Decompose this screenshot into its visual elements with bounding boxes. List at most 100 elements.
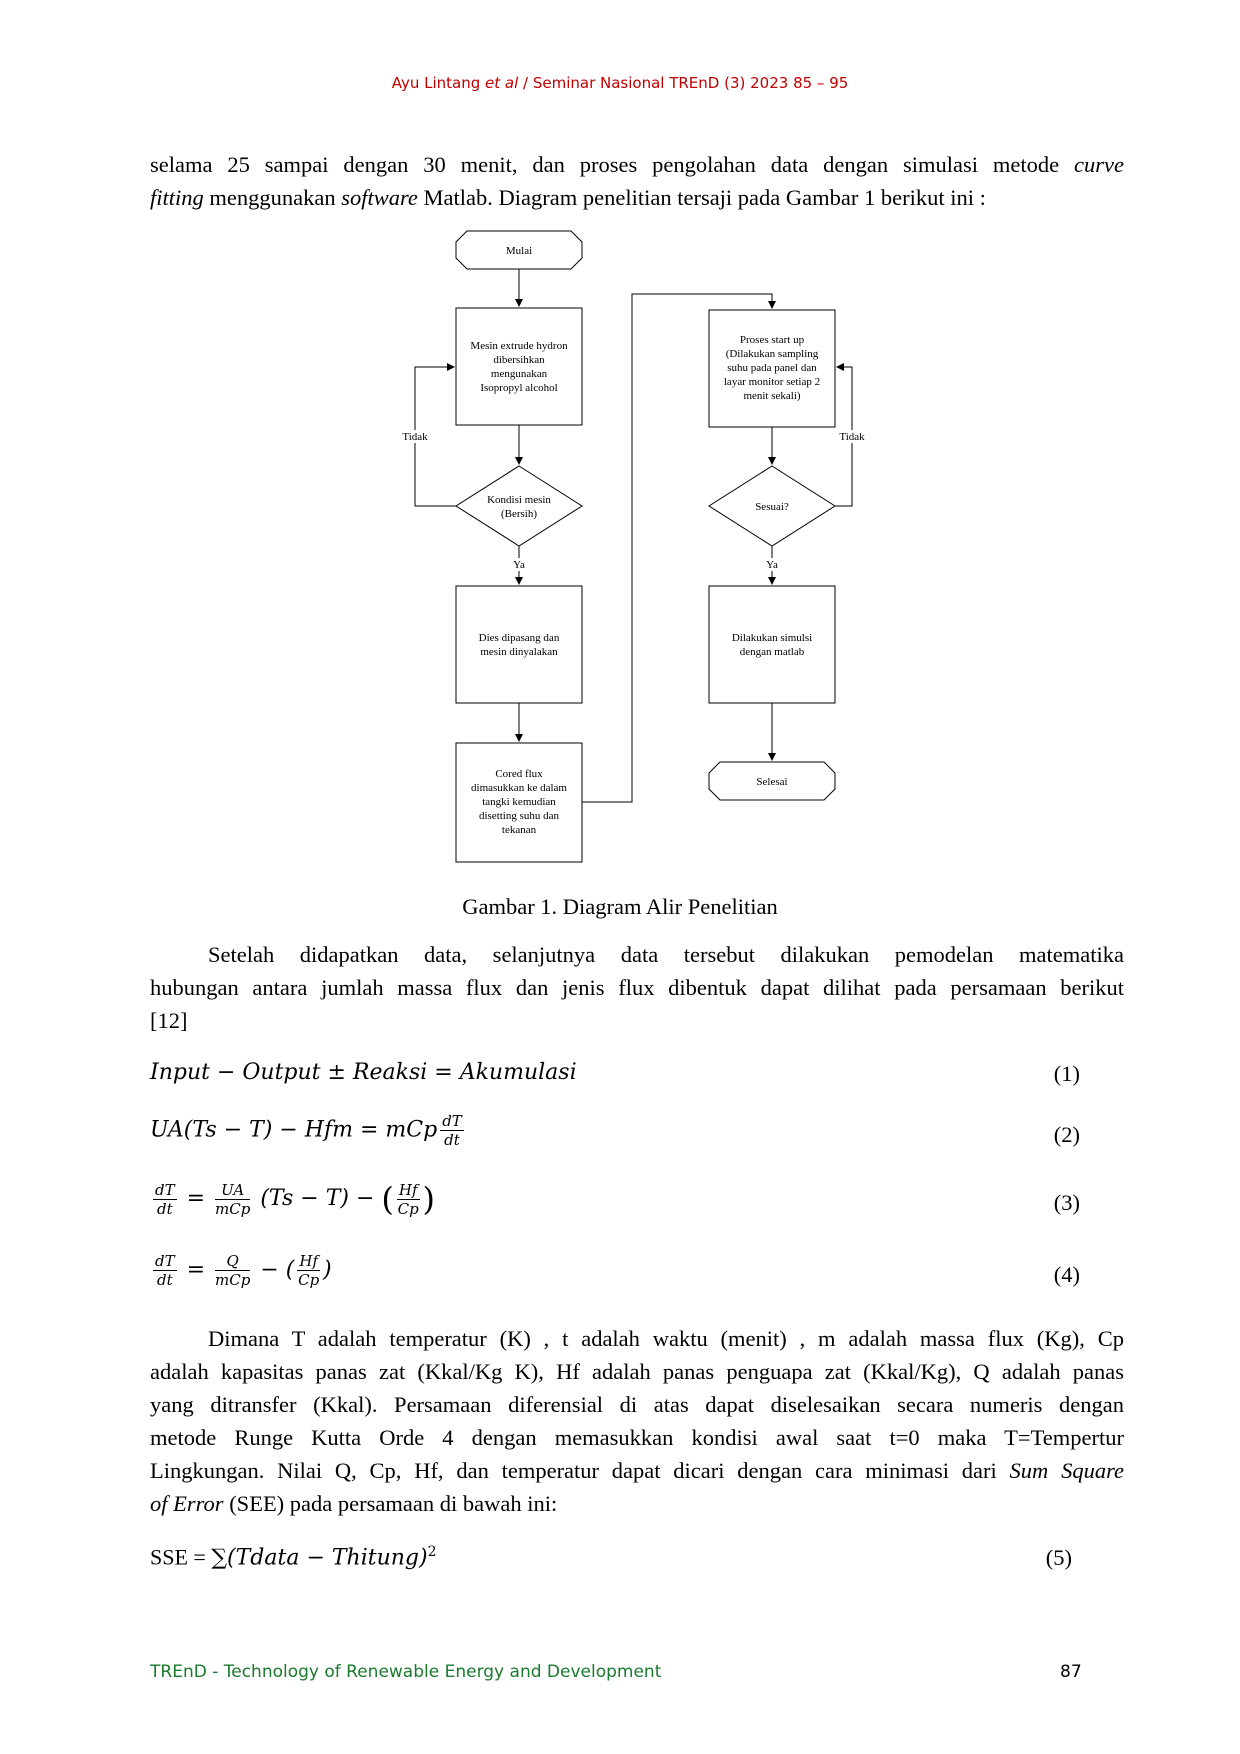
box-clean-machine (455, 307, 583, 426)
box-cored-flux (455, 742, 583, 863)
para3-line-3: yang ditransfer (Kkal). Persamaan difere… (150, 1392, 1124, 1417)
intro-text-1b: curve (1074, 152, 1124, 177)
running-header: Ayu Lintang et al / Seminar Nasional TRE… (0, 74, 1240, 92)
paragraph-3: Dimana T adalah temperatur (K) , t adala… (150, 1322, 1124, 1520)
end-terminator (708, 761, 836, 801)
equation-3-number: (3) (1053, 1190, 1080, 1215)
para3-line-6: of Error (SEE) pada persamaan di bawah i… (150, 1487, 1124, 1520)
end-label: Selesai (756, 776, 787, 788)
eq3-f1-num: UA (215, 1181, 251, 1200)
eq4-f2-num: Hf (297, 1252, 320, 1271)
figure-caption: Gambar 1. Diagram Alir Penelitian (462, 894, 778, 919)
para3-line-2: adalah kapasitas panas zat (Kkal/Kg K), … (150, 1359, 1124, 1384)
box1-line-3: mengunakan (491, 368, 548, 380)
eq3-close-paren: ) (422, 1180, 435, 1218)
eq5-sum: ∑(Tdata − Thitung) (211, 1545, 428, 1571)
ya-right-label: Ya (766, 559, 778, 571)
eq2-frac-den: dt (444, 1131, 460, 1149)
equation-5-number: (5) (1045, 1545, 1072, 1570)
intro-text-2d: Matlab. Diagram penelitian tersaji pada … (417, 185, 986, 210)
journal-footer: TREnD - Technology of Renewable Energy a… (150, 1662, 662, 1682)
box-start-up-process (708, 309, 836, 428)
flowchart-diagram: Mulai Mesin extrude hydron dibersihkan m… (402, 230, 866, 863)
box1-line-2: dibersihkan (493, 354, 545, 366)
para2-line-2: hubungan antara jumlah massa flux dan je… (150, 975, 1124, 1000)
eq2-lhs: UA(Ts − T) − Hfm = mCp (150, 1117, 438, 1143)
para3-text-6a: of Error (150, 1491, 224, 1516)
eq3-f2-den: Cp (397, 1199, 419, 1218)
decision1-line-1: Kondisi mesin (487, 494, 551, 506)
eq4-f1-num: Q (215, 1252, 251, 1271)
decision1-line-2: (Bersih) (501, 508, 537, 520)
equation-5: SSE = ∑(Tdata − Thitung)2 (150, 1544, 437, 1570)
paragraph-2: Setelah didapatkan data, selanjutnya dat… (150, 938, 1124, 1037)
eq4-lhs-den: dt (156, 1271, 173, 1289)
box4-line-5: menit sekali) (743, 390, 800, 402)
eq4-equals: = (179, 1257, 213, 1283)
header-etal: et al (485, 74, 519, 92)
eq3-middle: (Ts − T) − (253, 1186, 382, 1211)
intro-text-1a: selama 25 sampai dengan 30 menit, dan pr… (150, 152, 1075, 177)
box1-line-1: Mesin extrude hydron (470, 340, 568, 352)
start-label: Mulai (506, 245, 532, 257)
tidak-left-label: Tidak (402, 431, 428, 443)
loop-tidak-left (414, 363, 456, 507)
eq5-sse: SSE = (150, 1544, 212, 1570)
para3-text-5b: Sum Square (1009, 1458, 1124, 1483)
box3-line-5: tekanan (502, 824, 537, 836)
header-author: Ayu Lintang (391, 74, 486, 92)
para3-line-5: Lingkungan. Nilai Q, Cp, Hf, dan tempera… (150, 1454, 1124, 1487)
para3-text-6b: (SEE) pada persamaan di bawah ini: (223, 1491, 558, 1516)
box5-line-2: dengan matlab (740, 646, 805, 658)
decision-machine-clean (455, 465, 583, 547)
intro-line-2: fitting menggunakan software Matlab. Dia… (150, 181, 1124, 214)
eq4-close: ) (323, 1257, 332, 1283)
box3-line-3: tangki kemudian (482, 796, 556, 808)
box-dies-installed (455, 585, 583, 704)
page-number: 87 (1060, 1662, 1082, 1682)
box4-line-1: Proses start up (740, 334, 805, 346)
ya-left-label: Ya (513, 559, 525, 571)
intro-paragraph: selama 25 sampai dengan 30 menit, dan pr… (150, 148, 1124, 214)
intro-text-2c: software (341, 185, 418, 210)
decision2-label: Sesuai? (755, 501, 789, 513)
eq5-superscript: 2 (427, 1544, 437, 1560)
para2-line-3: [12] (150, 1008, 188, 1033)
box2-line-2: mesin dinyalakan (480, 646, 558, 658)
eq3-equals: = (179, 1186, 213, 1211)
para3-line-4: metode Runge Kutta Orde 4 dengan memasuk… (150, 1425, 1124, 1450)
eq4-f2-den: Cp (298, 1271, 320, 1289)
para3-text-5a: Lingkungan. Nilai Q, Cp, Hf, dan tempera… (150, 1458, 1010, 1483)
equation-1-number: (1) (1053, 1061, 1080, 1086)
equation-1: Input − Output ± Reaksi = Akumulasi (150, 1060, 577, 1085)
box-matlab-simulation (708, 585, 836, 704)
para2-line-1: Setelah didapatkan data, selanjutnya dat… (208, 942, 1124, 967)
eq3-f1-den: mCp (215, 1199, 251, 1218)
eq3-open-paren: ( (381, 1180, 394, 1218)
connector-box3-box4 (582, 293, 776, 803)
intro-text-2b: menggunakan (203, 185, 342, 210)
eq3-lhs-den: dt (156, 1199, 173, 1218)
eq4-middle: − ( (253, 1257, 295, 1283)
box4-line-3: suhu pada panel dan (727, 362, 817, 374)
eq4-lhs-num: dT (153, 1252, 177, 1271)
equation-4-number: (4) (1053, 1262, 1080, 1287)
box5-line-1: Dilakukan simulsi (732, 632, 812, 644)
equation-2-number: (2) (1053, 1122, 1080, 1147)
eq2-frac-num: dT (440, 1112, 464, 1131)
box3-line-1: Cored flux (495, 768, 543, 780)
para3-line-1: Dimana T adalah temperatur (K) , t adala… (208, 1326, 1124, 1351)
header-rest: / Seminar Nasional TREnD (3) 2023 85 – 9… (518, 74, 849, 92)
intro-line-1: selama 25 sampai dengan 30 menit, dan pr… (150, 148, 1124, 181)
box2-line-1: Dies dipasang dan (479, 632, 560, 644)
